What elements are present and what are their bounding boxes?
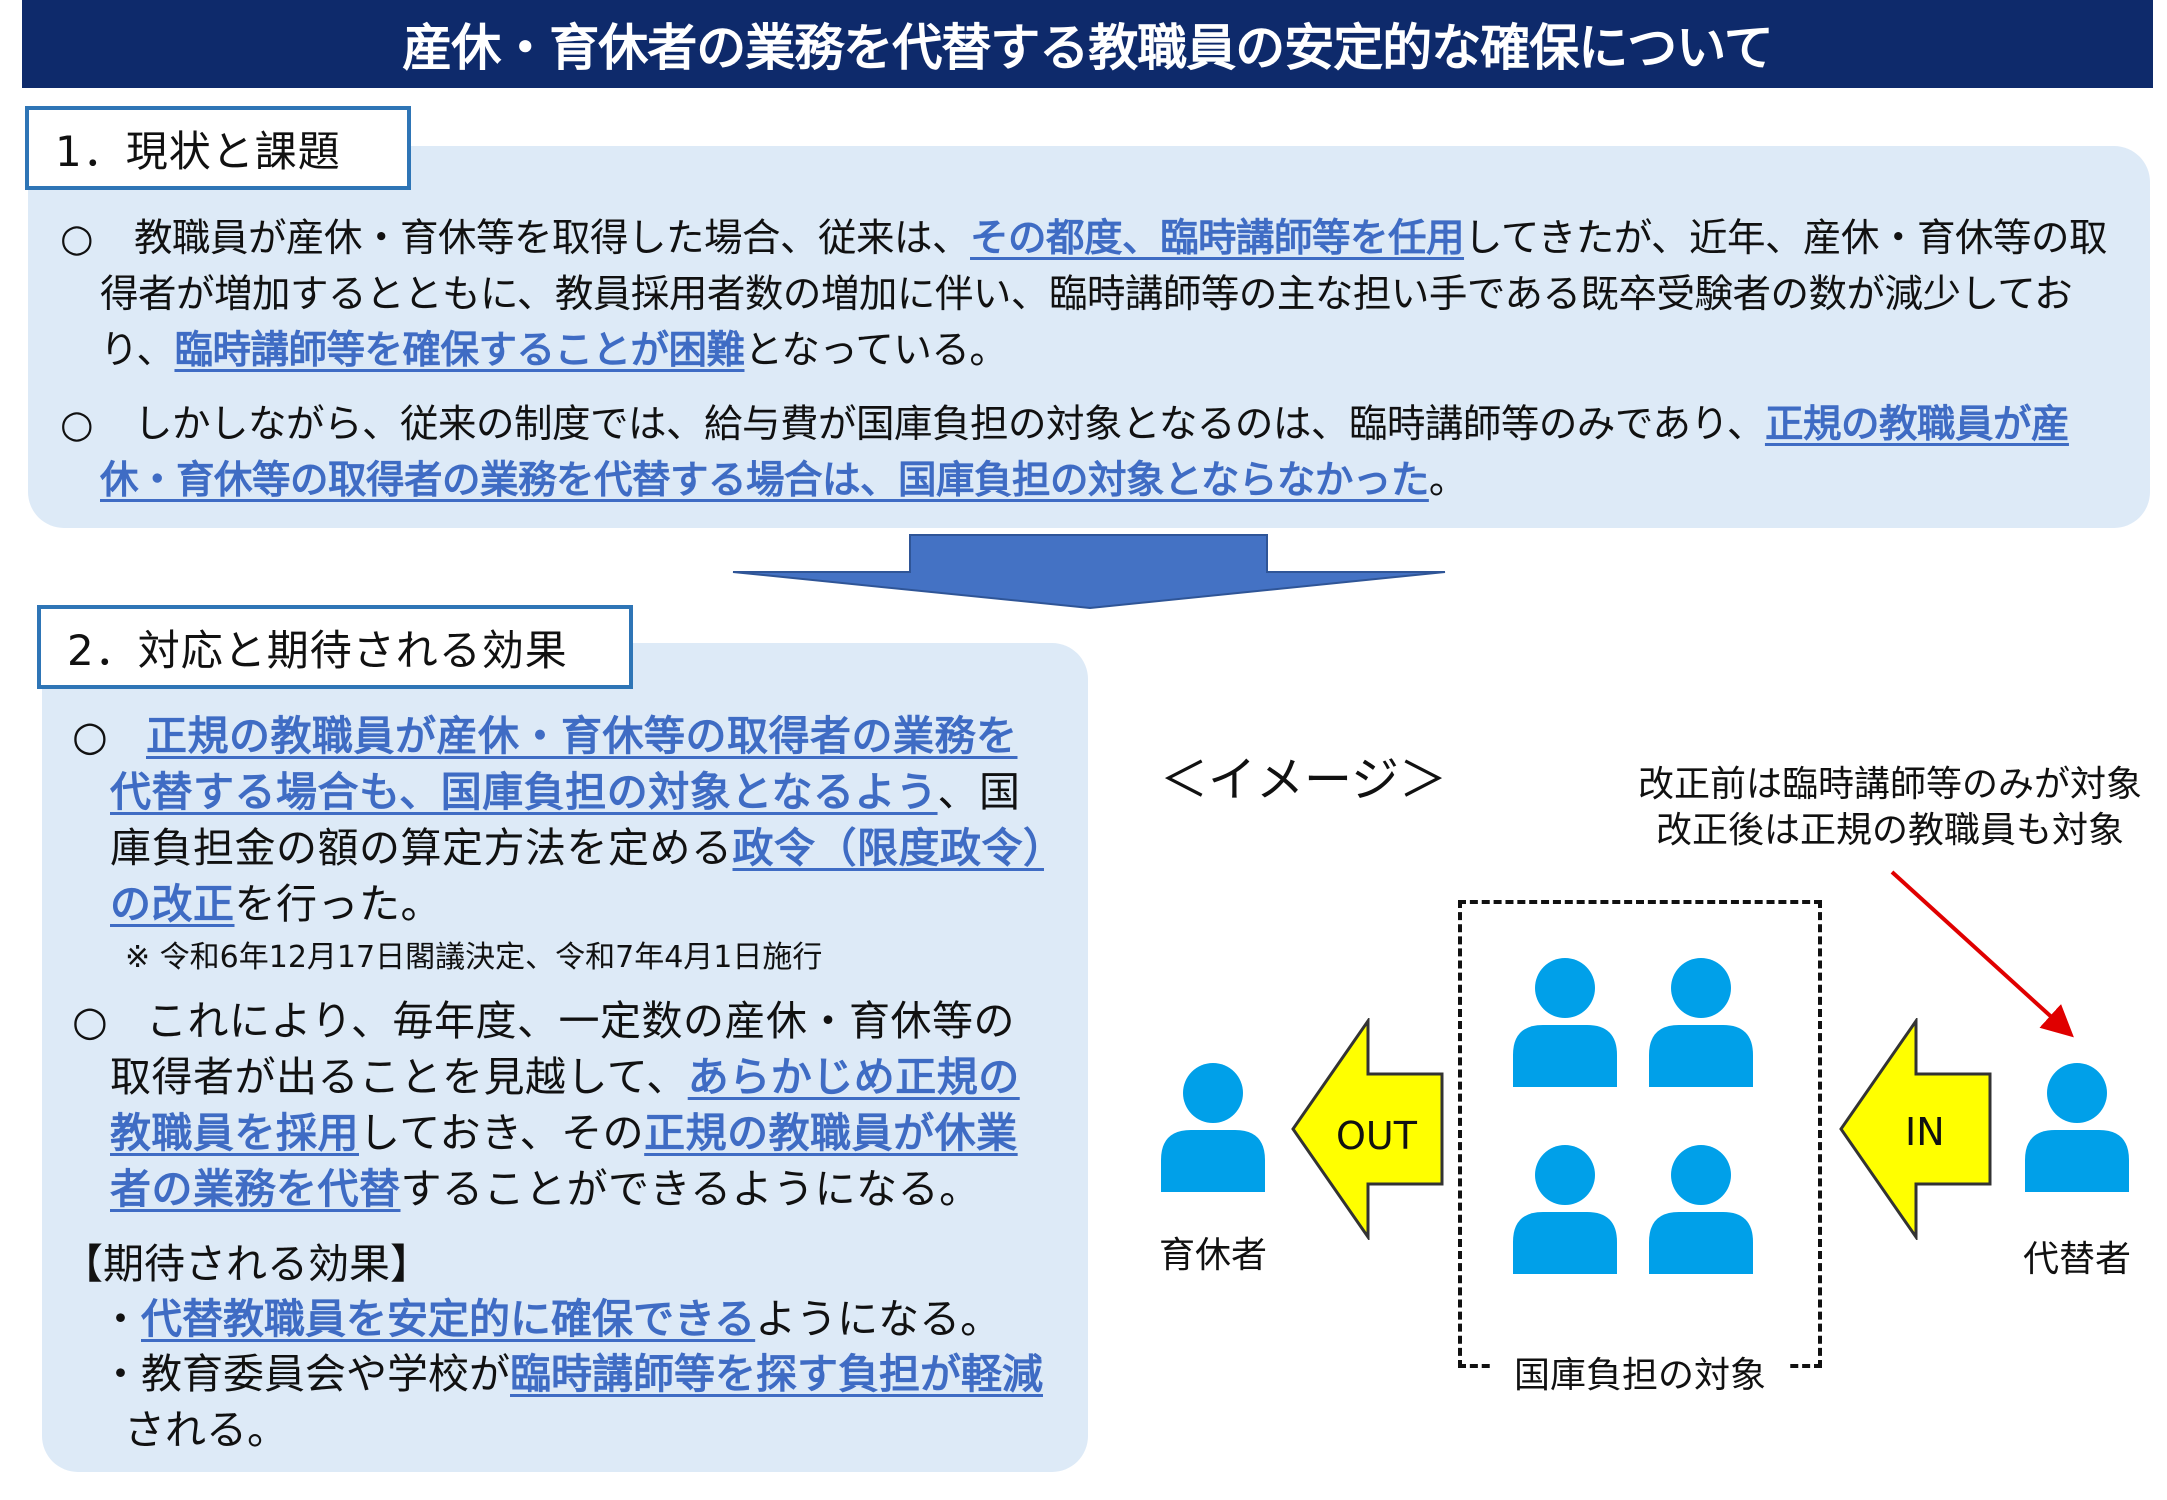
person-icon [1649,955,1753,1087]
text: される。 [124,1406,288,1454]
text: しかしながら、従来の制度では、給与費が国庫負担の対象となるのは、臨時講師等のみで… [134,402,1765,447]
section1-label: 1．現状と課題 [25,106,411,190]
person-icon [1513,955,1617,1087]
leave-taker-label: 育休者 [1158,1235,1267,1276]
in-label: IN [1905,1110,1945,1154]
text: 。 [1428,458,1468,503]
bullet-circle: ○ [60,216,94,261]
state-funding-label: 国庫負担の対象 [1490,1346,1790,1398]
effect-item-2: ・教育委員会や学校が臨時講師等を探す負担が軽減される。 [100,1346,1060,1458]
section1-paragraph-1: ○ 教職員が産休・育休等を取得した場合、従来は、その都度、臨時講師等を任用してき… [60,211,2130,379]
image-title: ＜イメージ＞ [1160,752,1448,808]
out-label: OUT [1336,1114,1417,1158]
enactment-note: ※ 令和6年12月17日閣議決定、令和7年4月1日施行 [125,940,823,975]
bullet-circle: ○ [72,712,109,760]
person-icon [1513,1142,1617,1274]
text: ようになる。 [755,1295,1002,1343]
page-title: 産休・育休者の業務を代替する教職員の安定的な確保について [22,0,2153,88]
text: 、国庫負担金の額の算定方法を定める [110,768,1021,872]
person-icon [1649,1142,1753,1274]
text: これにより、毎年度、一定数の産休・育休等の取得者が出ることを見越して、 [110,997,1016,1101]
section1-panel [28,146,2150,528]
section2-paragraph-2: ○ これにより、毎年度、一定数の産休・育休等の取得者が出ることを見越して、あらか… [72,993,1050,1217]
annotation-line-2: 改正後は正規の教職員も対象 [1655,810,2124,851]
bullet-circle: ○ [60,402,94,447]
revision-annotation: 改正前は臨時講師等のみが対象 改正後は正規の教職員も対象 [1620,762,2160,854]
effect-item-1: ・代替教職員を安定的に確保できるようになる。 [100,1291,1060,1347]
section2-label: 2．対応と期待される効果 [37,605,633,689]
text: となっている。 [744,328,1008,373]
highlight-text: 正規の教職員が産休・育休等の取得者の業務を代替する場合も、国庫負担の対象となるよ… [110,712,1018,816]
effects-heading: 【期待される効果】 [62,1240,431,1288]
highlight-text: 代替教職員を安定的に確保できる [141,1295,756,1343]
text: してきたが、近年、産休・育休等の取得者が増加するとともに、教員採用者数の増加に伴… [100,216,2107,373]
section2-panel [42,643,1088,1472]
text: ・ [100,1295,141,1343]
section1-paragraph-2: ○ しかしながら、従来の制度では、給与費が国庫負担の対象となるのは、臨時講師等の… [60,397,2130,509]
out-arrow-icon [1291,1018,1444,1240]
text: を行った。 [234,880,442,928]
in-arrow-icon [1839,1018,1992,1240]
text: 教職員が産休・育休等を取得した場合、従来は、 [134,216,971,261]
highlight-text: 政令（限度政令）の改正 [110,824,1044,928]
text: ・教育委員会や学校が [100,1350,510,1398]
text: しておき、その [359,1109,645,1157]
leave-taker-person-icon [1161,1060,1265,1192]
substitute-person-icon [2025,1060,2129,1192]
bullet-circle: ○ [72,997,109,1045]
highlight-text: 正規の教職員が休業者の業務を代替 [110,1109,1018,1213]
highlight-text: その都度、臨時講師等を任用 [970,216,1465,261]
section2-paragraph-1: ○ 正規の教職員が産休・育休等の取得者の業務を代替する場合も、国庫負担の対象とな… [72,708,1050,932]
highlight-text: 正規の教職員が産休・育休等の取得者の業務を代替する場合は、国庫負担の対象とならな… [100,402,2069,503]
highlight-text: 臨時講師等を確保することが困難 [174,328,745,373]
red-pointer-arrow-icon [1890,870,2074,1038]
text: することができるようになる。 [400,1165,981,1213]
highlight-text: あらかじめ正規の教職員を採用 [110,1053,1020,1157]
highlight-text: 臨時講師等を探す負担が軽減 [510,1350,1043,1398]
substitute-label: 代替者 [2022,1239,2131,1280]
down-arrow-icon [732,534,1446,610]
annotation-line-1: 改正前は臨時講師等のみが対象 [1637,764,2142,805]
